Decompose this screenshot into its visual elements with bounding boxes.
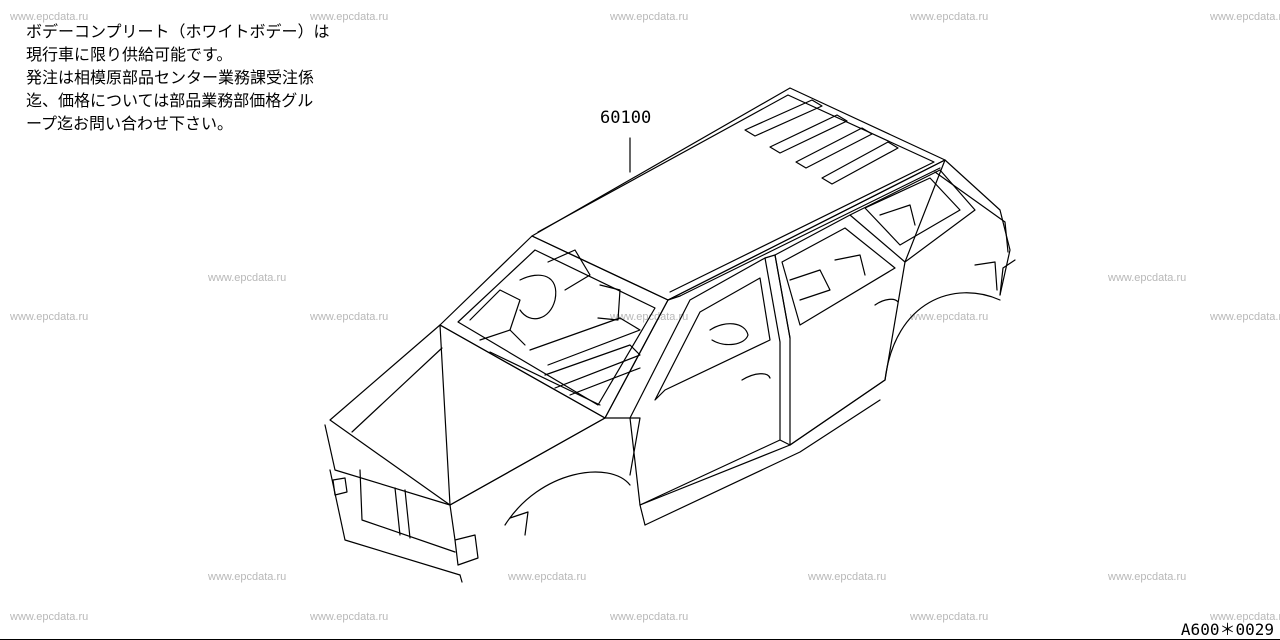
side-sill <box>639 379 886 506</box>
watermark: www.epcdata.ru <box>10 611 89 623</box>
watermark: www.epcdata.ru <box>1210 311 1280 323</box>
roof-panel <box>531 87 946 301</box>
note-line: 迄、価格については部品業務部価格グル <box>26 91 314 110</box>
watermark: www.epcdata.ru <box>1210 11 1280 23</box>
watermark: www.epcdata.ru <box>610 11 689 23</box>
note-line: ープ迄お問い合わせ下さい。 <box>26 114 234 133</box>
roof-ribs <box>744 99 899 185</box>
diagram-id: A600＊0029 <box>1180 620 1274 639</box>
b-pillar <box>764 254 791 446</box>
watermark: www.epcdata.ru <box>208 571 287 583</box>
watermark: www.epcdata.ru <box>10 11 89 23</box>
note-line: ボデーコンプリート（ホワイトボデー）は <box>26 22 330 41</box>
note-line: 発注は相模原部品センター業務課受注係 <box>26 68 315 87</box>
supply-note: ボデーコンプリート（ホワイトボデー）は 現行車に限り供給可能です。 発注は相模原… <box>26 20 376 135</box>
a-pillar <box>604 295 681 419</box>
windshield-frame <box>439 235 669 419</box>
note-line: 現行車に限り供給可能です。 <box>26 45 233 64</box>
watermark: www.epcdata.ru <box>310 11 389 23</box>
watermark: www.epcdata.ru <box>208 272 287 284</box>
front-end-structure <box>324 424 479 583</box>
front-wheel-arch <box>504 471 631 526</box>
watermark: www.epcdata.ru <box>310 311 389 323</box>
watermark: www.epcdata.ru <box>610 611 689 623</box>
watermark: www.epcdata.ru <box>10 311 89 323</box>
rear-wheel-arch <box>884 292 1001 381</box>
interior-structure <box>469 249 641 406</box>
watermark: www.epcdata.ru <box>910 311 989 323</box>
watermark: www.epcdata.ru <box>1210 611 1280 623</box>
watermark: www.epcdata.ru <box>508 571 587 583</box>
cabin-interior <box>709 254 866 346</box>
part-number-callout[interactable]: 60100 <box>600 108 652 128</box>
roof-rail <box>667 159 946 301</box>
watermark: www.epcdata.ru <box>910 11 989 23</box>
watermark: www.epcdata.ru <box>1108 571 1187 583</box>
watermark: www.epcdata.ru <box>910 611 989 623</box>
front-fender <box>449 417 641 506</box>
watermark: www.epcdata.ru <box>808 571 887 583</box>
watermark: www.epcdata.ru <box>1108 272 1187 284</box>
front-door-opening <box>629 257 781 506</box>
watermark: www.epcdata.ru <box>310 611 389 623</box>
